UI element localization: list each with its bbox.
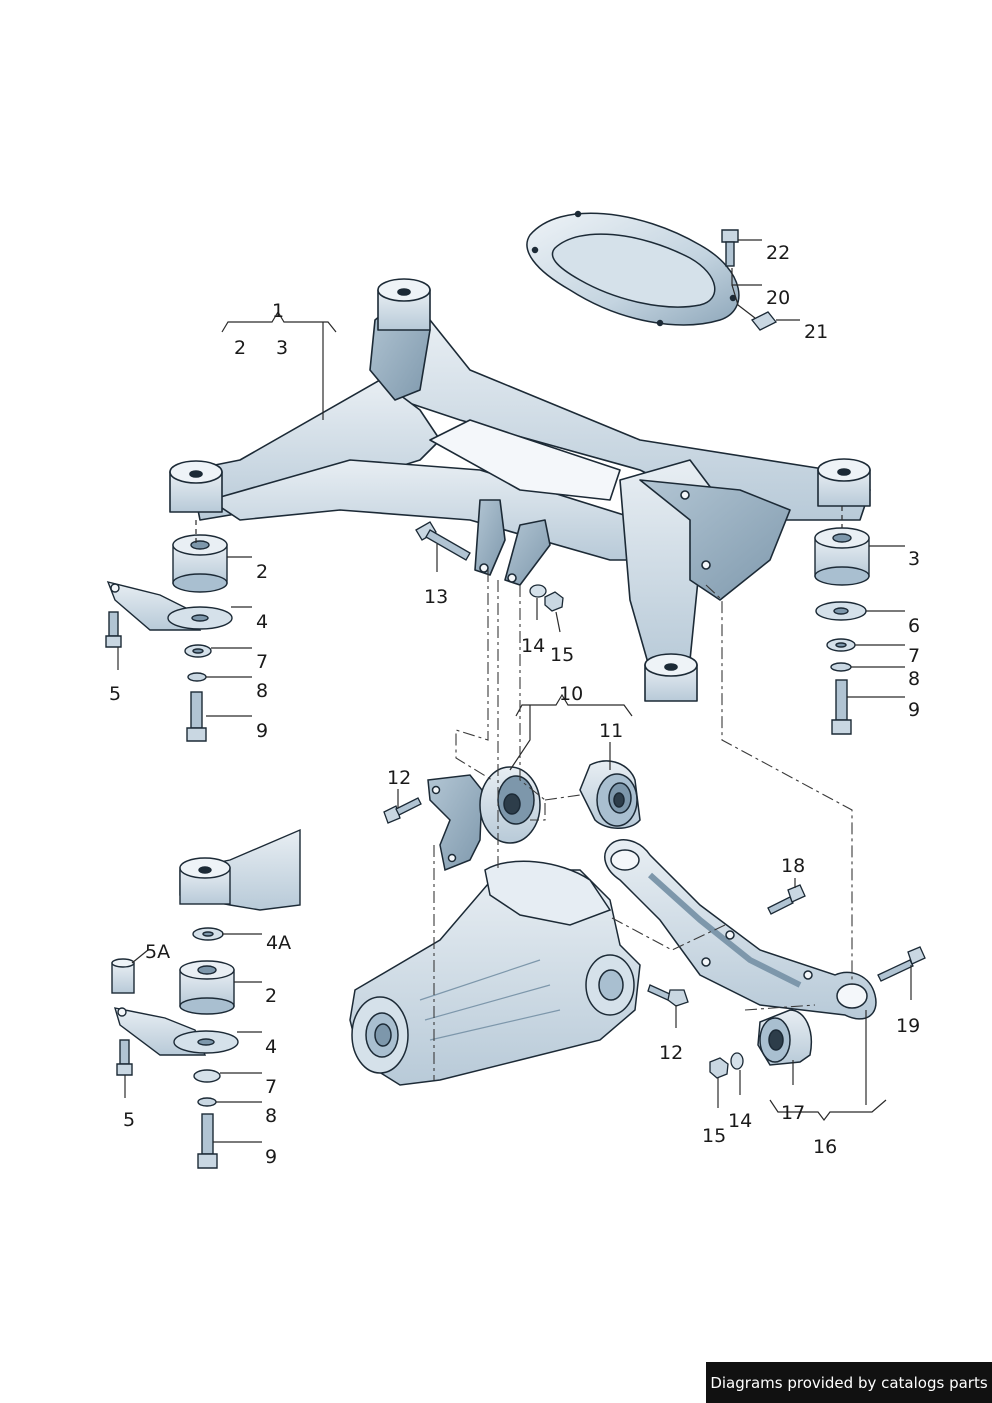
- leader-lines: [117, 239, 912, 1143]
- callout-14-bottom: 14: [728, 1110, 753, 1132]
- callout-4A: 4A: [266, 932, 292, 954]
- assembly-lines: [433, 570, 853, 1080]
- callout-9-right: 9: [908, 699, 921, 721]
- callout-4-lower: 4: [265, 1036, 278, 1058]
- bolt-13: [415, 521, 471, 561]
- callout-21: 21: [804, 321, 829, 343]
- callout-18: 18: [781, 855, 806, 877]
- callout-2-lower: 2: [265, 985, 278, 1007]
- callout-8-left: 8: [256, 680, 269, 702]
- callout-7-right: 7: [908, 645, 921, 667]
- callout-22: 22: [766, 242, 791, 264]
- diff-mount-bracket: [427, 766, 541, 872]
- bolt-22: [721, 229, 739, 267]
- callout-8-right: 8: [908, 668, 921, 690]
- callout-3-top: 3: [276, 337, 289, 359]
- callout-19: 19: [896, 1015, 921, 1037]
- callout-5-left: 5: [109, 683, 122, 705]
- callout-11: 11: [599, 720, 624, 742]
- bolt-12-bottom: [647, 984, 689, 1007]
- bolt-18: [767, 884, 806, 915]
- callout-7-left: 7: [256, 651, 269, 673]
- bolt-19: [877, 946, 926, 982]
- right-mount-stack: [814, 527, 870, 735]
- callout-2-top: 2: [234, 337, 247, 359]
- clip-21: [750, 311, 778, 331]
- subframe: [169, 278, 871, 702]
- callout-14-top: 14: [521, 635, 546, 657]
- lower-detail-inset: [111, 828, 301, 1169]
- callout-4-left: 4: [256, 611, 269, 633]
- callout-6: 6: [908, 615, 921, 637]
- rear-cross-arm: [604, 839, 877, 1020]
- callout-15-bottom: 15: [702, 1125, 727, 1147]
- washer-nut-14-15-top: [529, 584, 564, 612]
- callout-17: 17: [781, 1102, 806, 1124]
- bushing-17: [757, 1009, 812, 1066]
- callout-5-lower: 5: [123, 1109, 136, 1131]
- footer-credit-badge: Diagrams provided by catalogs parts: [706, 1362, 992, 1403]
- bolt-12-top: [383, 797, 422, 824]
- callout-20: 20: [766, 287, 791, 309]
- callout-10: 10: [559, 683, 584, 705]
- callout-7-lower: 7: [265, 1076, 278, 1098]
- callout-12-top: 12: [387, 767, 412, 789]
- callout-13: 13: [424, 586, 449, 608]
- left-mount-stack: [105, 534, 233, 742]
- washer-nut-14-15-bottom: [709, 1052, 744, 1079]
- callout-2-left: 2: [256, 561, 269, 583]
- callout-8-lower: 8: [265, 1105, 278, 1127]
- cover-plate: [526, 210, 740, 327]
- callout-12-bottom: 12: [659, 1042, 684, 1064]
- bushing-11: [579, 760, 641, 829]
- differential-housing: [349, 860, 641, 1086]
- callout-16: 16: [813, 1136, 838, 1158]
- callout-1: 1: [272, 300, 285, 322]
- callout-5A: 5A: [145, 941, 171, 963]
- callout-9-lower: 9: [265, 1146, 278, 1168]
- callout-9-left: 9: [256, 720, 269, 742]
- callout-15-top: 15: [550, 644, 575, 666]
- callout-3-right: 3: [908, 548, 921, 570]
